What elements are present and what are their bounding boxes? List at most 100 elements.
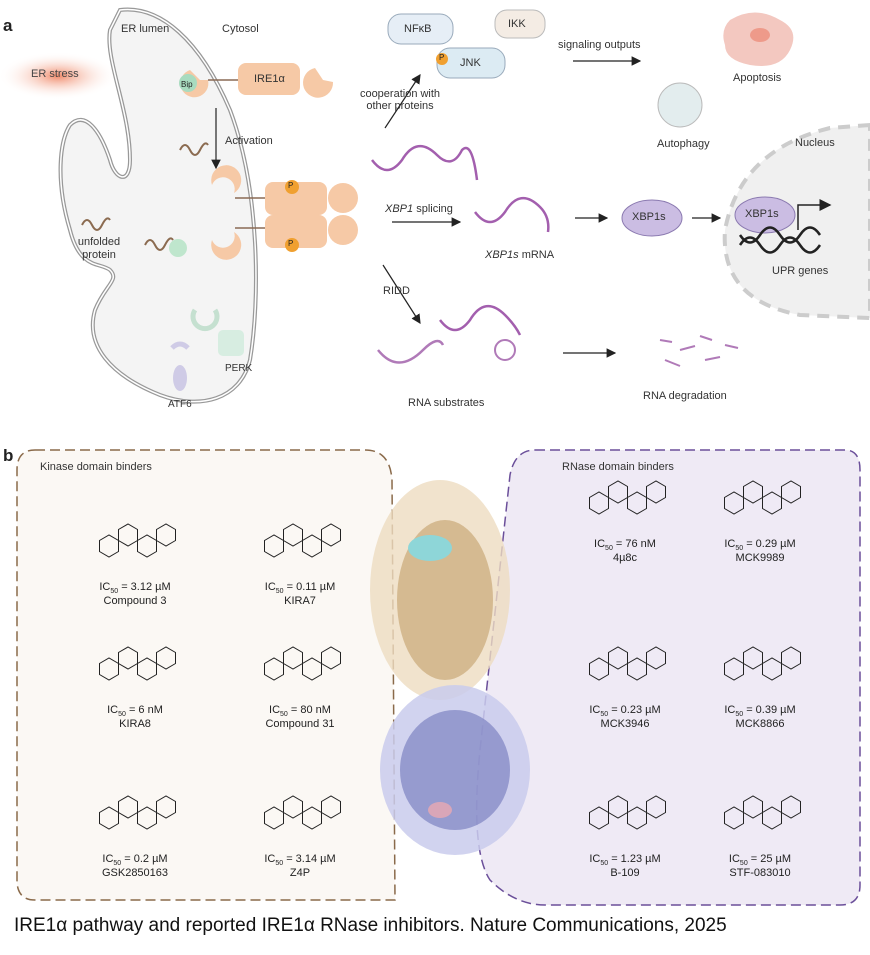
ring (283, 646, 303, 670)
jnk-protein (436, 47, 506, 79)
compound-name: GSK2850163 (101, 867, 169, 880)
chemical-structure (589, 646, 666, 681)
atf6-icon (173, 365, 187, 391)
xbp1-mrna (371, 145, 479, 181)
compound-name: Compound 3 (103, 595, 167, 608)
phospho-icon (285, 238, 299, 252)
ring (743, 646, 763, 670)
panel-a-label: a (3, 16, 13, 35)
phospho-label: P (439, 53, 445, 62)
ring (608, 480, 628, 504)
apoptosis-label: Apoptosis (733, 72, 782, 84)
ring (781, 480, 801, 504)
ic50-value: IC50 = 25 µM (728, 853, 792, 868)
chemical-structure (724, 480, 801, 515)
upr-genes-label: UPR genes (772, 265, 829, 277)
ring (321, 523, 341, 547)
ring (608, 795, 628, 819)
ire1a-dimer (211, 165, 358, 260)
cytosol-label: Cytosol (222, 23, 259, 35)
perk-label: PERK (225, 363, 253, 374)
xbp1s-label: XBP1s (632, 211, 666, 223)
ic50-value: IC50 = 0.23 µM (589, 704, 661, 719)
bip-protein (179, 74, 197, 92)
ire1a-monomer (179, 63, 334, 98)
er-stress-glow (0, 52, 118, 100)
chemical-structure (264, 646, 341, 681)
ikk-protein (494, 9, 546, 39)
chemical-structure (264, 795, 341, 830)
ikk-label: IKK (508, 18, 526, 30)
phospho-label: P (288, 181, 294, 190)
ring (156, 523, 176, 547)
ring (156, 646, 176, 670)
ring (743, 795, 763, 819)
compound-entry: IC50 = 3.12 µM Compound 3 (99, 581, 170, 607)
compound-entry: IC50 = 6 nM KIRA8 (107, 704, 163, 730)
unfolded-protein-icon (81, 217, 111, 231)
compound-entry: IC50 = 80 nM Compound 31 (265, 704, 334, 730)
ic50-value: IC50 = 0.39 µM (724, 704, 796, 719)
er-stress-label: ER stress (31, 68, 79, 80)
ic50-value: IC50 = 6 nM (107, 704, 163, 719)
ligand-spheres (408, 535, 452, 561)
rna-substrate (377, 339, 445, 364)
compound-name: KIRA8 (119, 718, 151, 731)
er-lumen-label: ER lumen (121, 23, 170, 35)
xbp1s-protein (621, 199, 683, 237)
kinase-binders-title: Kinase domain binders (40, 461, 152, 473)
ic50-value: IC50 = 76 nM (594, 538, 656, 553)
rnase-binders-title: RNase domain binders (562, 461, 674, 473)
transcription-arrow (797, 199, 832, 230)
ring (321, 646, 341, 670)
ic50-value: IC50 = 80 nM (269, 704, 331, 719)
rnase-binders-box (475, 449, 861, 906)
bip-label: Bip (181, 80, 193, 89)
perk-icon (218, 330, 244, 356)
figure-caption: IRE1α pathway and reported IRE1α RNase i… (14, 915, 727, 936)
chemical-structure (589, 480, 666, 515)
activation-label: Activation (225, 135, 273, 147)
ic50-value: IC50 = 0.11 µM (264, 581, 336, 596)
nfkb-protein (387, 13, 454, 45)
ridd-arrow (382, 264, 421, 325)
ring (118, 646, 138, 670)
rna-hairpin (494, 339, 516, 361)
compound-name: KIRA7 (284, 595, 316, 608)
ring (283, 523, 303, 547)
compound-entry: IC50 = 0.39 µM MCK8866 (724, 704, 795, 730)
ring (646, 480, 666, 504)
jnk-label: JNK (460, 57, 481, 69)
ring (156, 795, 176, 819)
compound-entry: IC50 = 1.23 µM B-109 (589, 853, 660, 879)
compound-name: B-109 (610, 867, 640, 880)
ire1a-protein-structure (370, 480, 530, 855)
perk-icon (190, 308, 220, 332)
ring (608, 646, 628, 670)
xbp1s-nuclear-label: XBP1s (745, 208, 779, 220)
ic50-value: IC50 = 3.12 µM (99, 581, 171, 596)
compound-entry: IC50 = 25 µM STF-083010 (729, 853, 791, 879)
xbp1s-mrna (474, 197, 550, 233)
rna-substrates-label: RNA substrates (408, 397, 485, 409)
ring (118, 795, 138, 819)
nucleus-label: Nucleus (795, 137, 835, 149)
unfolded-protein-icon (144, 237, 174, 251)
rnase-domain-core (400, 710, 510, 830)
ring (781, 795, 801, 819)
chemical-structure (99, 795, 176, 830)
chemical-structure (264, 523, 341, 558)
chemical-structure (589, 795, 666, 830)
xbp1s-mrna-label: XBP1s mRNA (485, 249, 555, 261)
ring (118, 523, 138, 547)
kinase-binders-box (16, 449, 396, 901)
xbp1s-protein-nuclear (734, 196, 796, 234)
compound-name: MCK3946 (600, 718, 650, 731)
dna-helix (738, 226, 822, 254)
compound-entry: IC50 = 0.2 µM GSK2850163 (102, 853, 168, 879)
ic50-value: IC50 = 0.29 µM (724, 538, 796, 553)
ic50-value: IC50 = 0.2 µM (102, 853, 168, 868)
rna-degradation-label: RNA degradation (643, 390, 727, 402)
autophagy-cell-icon (657, 82, 703, 128)
